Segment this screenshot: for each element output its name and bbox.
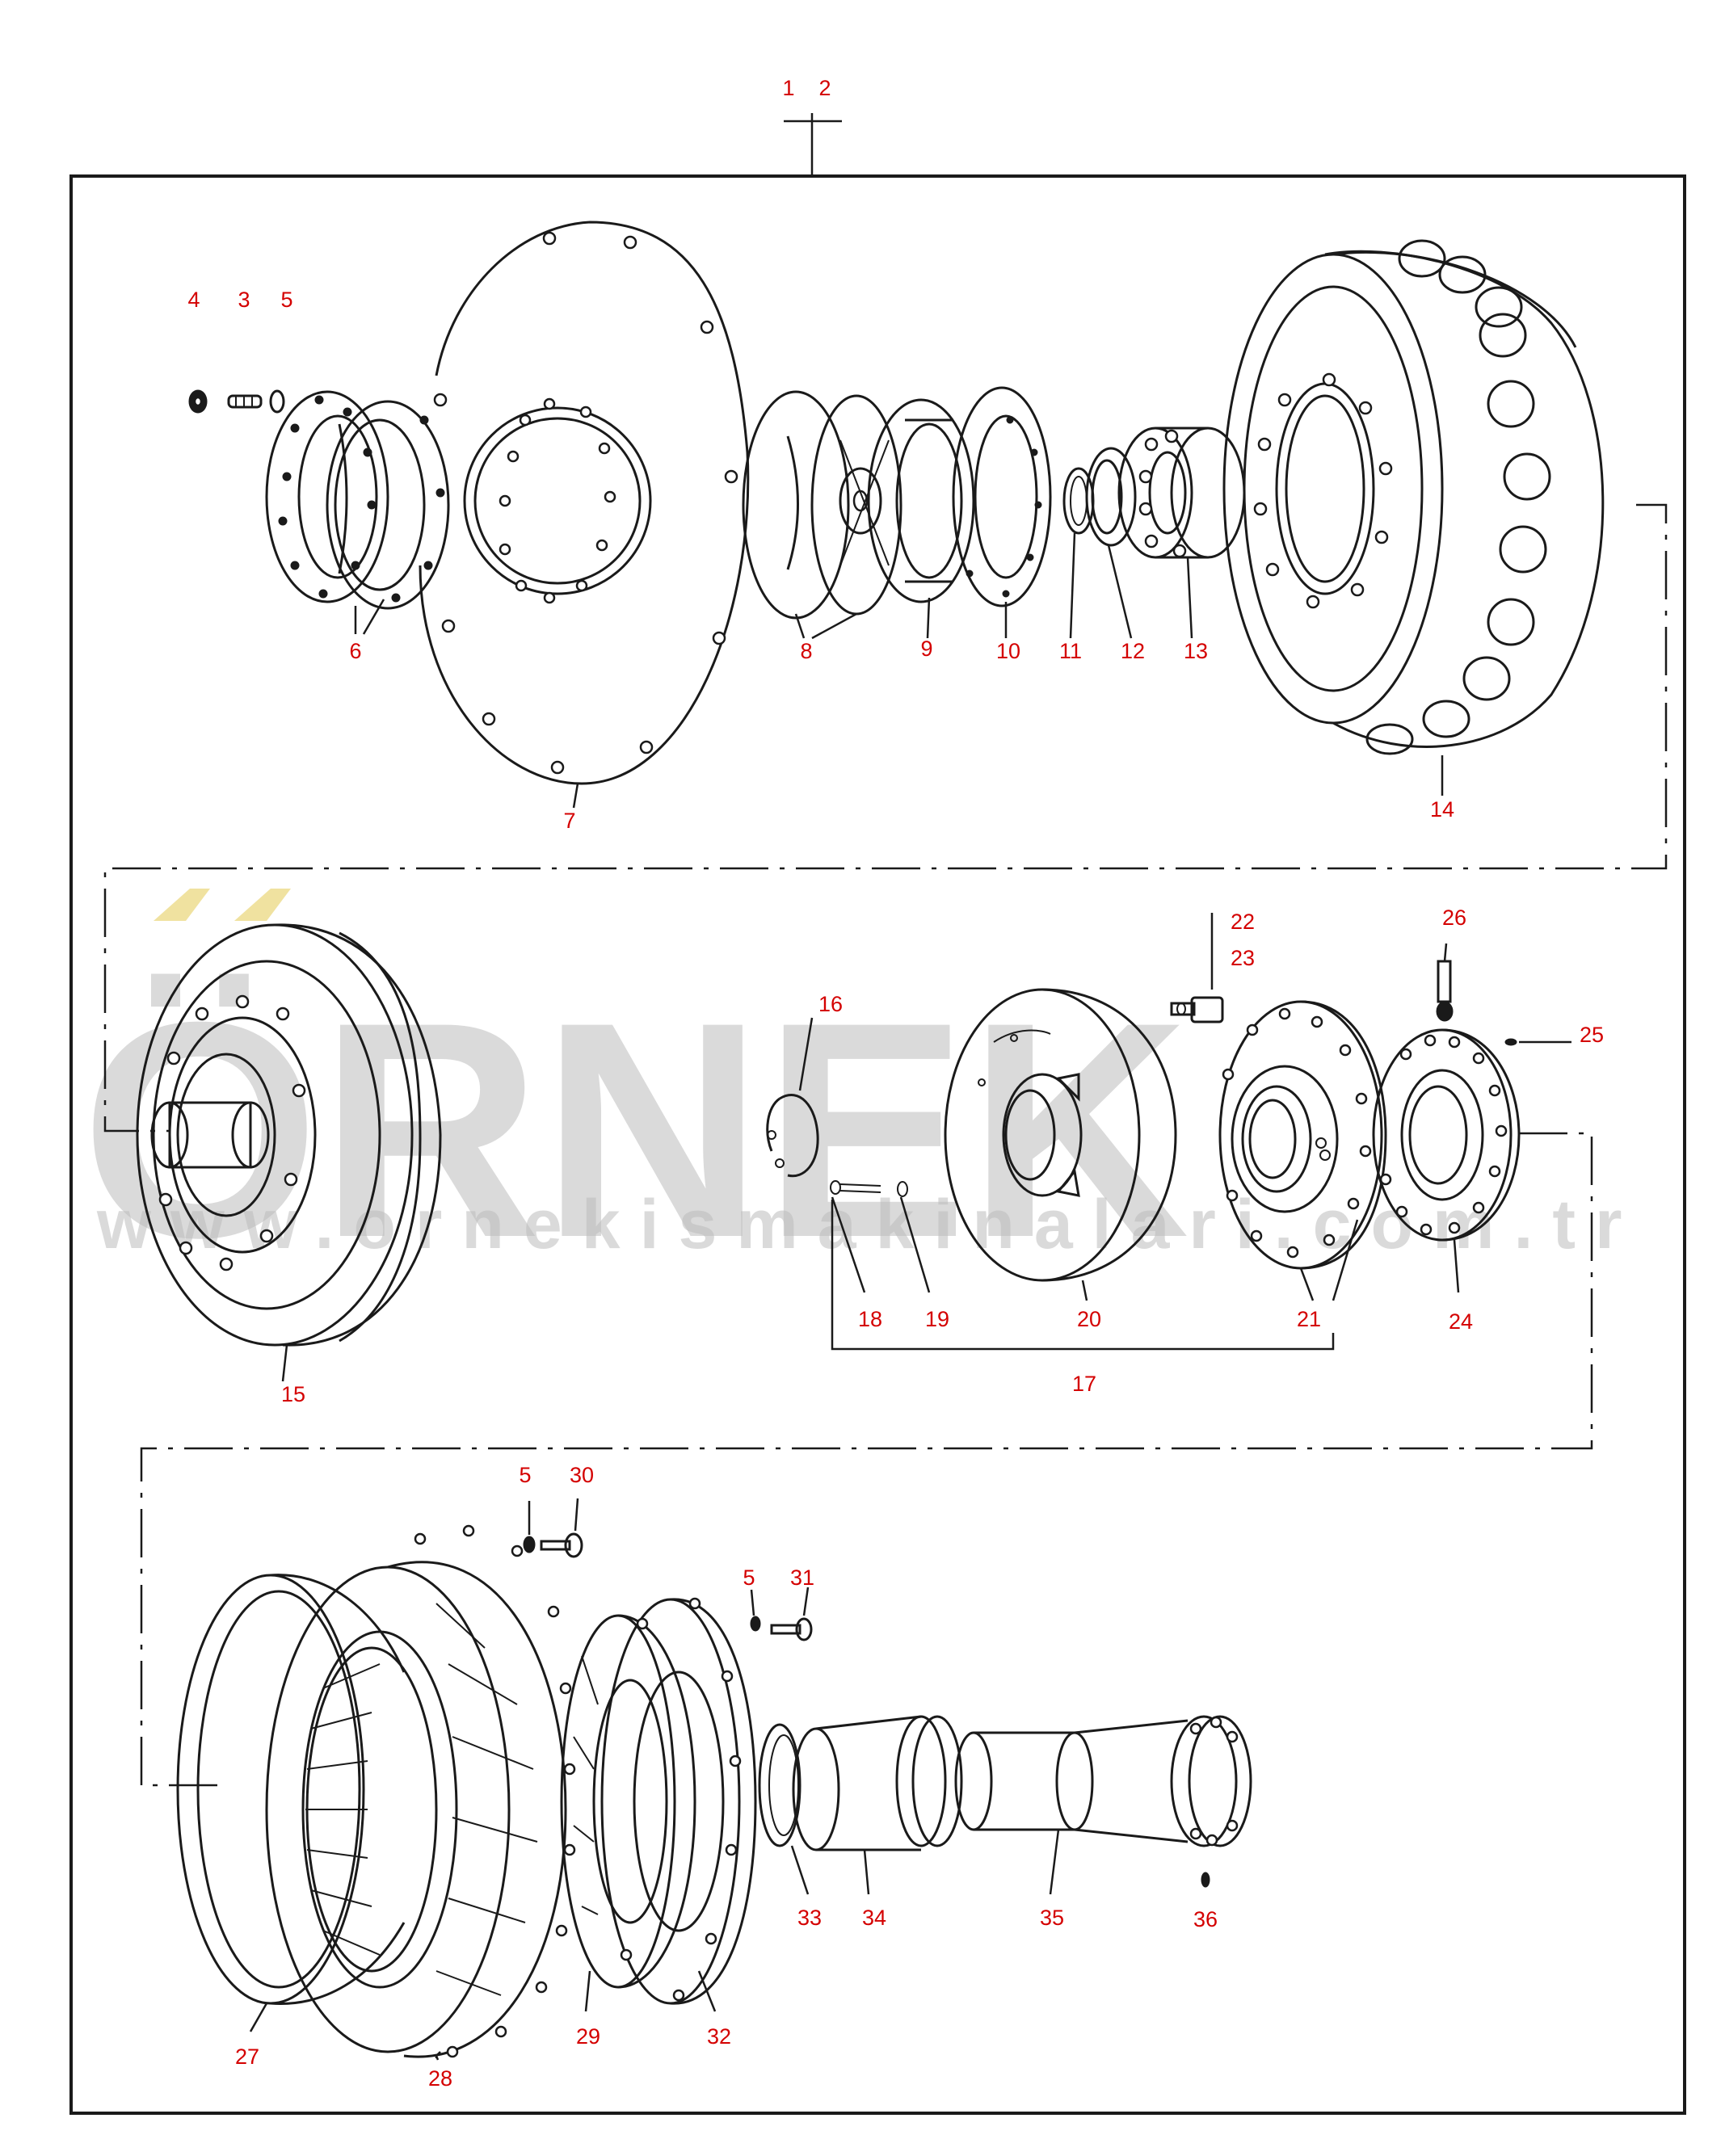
- callout-10: 10: [996, 639, 1020, 663]
- callout-20: 20: [1077, 1307, 1101, 1331]
- impeller-vanes: [305, 1603, 538, 1996]
- plug-25: [1504, 1038, 1571, 1046]
- callout-18: 18: [858, 1307, 882, 1331]
- callout-25: 25: [1580, 1023, 1604, 1047]
- callout-35: 35: [1040, 1906, 1064, 1930]
- callout-1: 1: [782, 76, 794, 100]
- snap-ring-33: [758, 1723, 810, 1895]
- seal-carrier-9: [867, 398, 975, 639]
- thrust-washer-24: [1372, 1028, 1521, 1293]
- pump-hub-29: [560, 1614, 696, 2012]
- callout-7: 7: [563, 809, 575, 833]
- callout-11: 11: [1059, 639, 1082, 663]
- callout-16: 16: [818, 992, 843, 1016]
- callout-13: 13: [1184, 639, 1208, 663]
- reactor-21: [1218, 1000, 1387, 1301]
- callout-29: 29: [576, 2024, 600, 2049]
- callout-33: 33: [797, 1906, 822, 1930]
- converter-housing-14: [1222, 239, 1605, 796]
- chain-line-1: [103, 503, 1668, 1133]
- impeller-28: [265, 1524, 576, 2061]
- callout-32: 32: [707, 2024, 731, 2049]
- stator-20: [944, 988, 1177, 1301]
- circlip-16: [766, 1017, 819, 1178]
- callout-14: 14: [1430, 797, 1454, 822]
- pin-22-23: [1170, 913, 1224, 1023]
- nut-4: [188, 389, 208, 414]
- turbine-15: [136, 923, 442, 1382]
- callout-15: 15: [281, 1382, 305, 1406]
- callout-31: 31: [790, 1566, 814, 1590]
- callout-2: 2: [818, 76, 831, 100]
- callout-9: 9: [920, 637, 932, 661]
- watermark: ÖRNEK www.ornekismakinalari.com.tr: [81, 889, 1641, 1301]
- plate-holes: [433, 231, 738, 775]
- callout-27: 27: [235, 2045, 259, 2069]
- callout-34: 34: [862, 1906, 886, 1930]
- callout-21: 21: [1297, 1307, 1321, 1331]
- callout-24: 24: [1449, 1309, 1473, 1334]
- callout-5: 5: [280, 288, 292, 312]
- callout-17: 17: [1072, 1372, 1096, 1396]
- callout-28: 28: [428, 2066, 452, 2091]
- callout-23: 23: [1231, 946, 1255, 970]
- plug-36: [1201, 1872, 1210, 1888]
- callout-4: 4: [187, 288, 200, 312]
- flange-rings-6: [265, 390, 450, 635]
- watermark-url: www.ornekismakinalari.com.tr: [96, 1186, 1641, 1263]
- callout-3: 3: [238, 288, 250, 312]
- bolt-26: [1436, 943, 1454, 1022]
- callout-labels: 1 2 3 4 5 6 7 8 9 10 11 12 13 14 15 16 1…: [187, 76, 1604, 2091]
- chain-line-2: [140, 1132, 1593, 1787]
- callout-6: 6: [349, 639, 361, 663]
- callout-5-b: 5: [519, 1463, 531, 1487]
- callout-36: 36: [1193, 1907, 1218, 1931]
- stator-shaft-35: [954, 1715, 1252, 1895]
- watermark-accent-icon: [154, 889, 210, 921]
- shaft-sleeve-34: [792, 1715, 963, 1895]
- washer-bolt-31: [750, 1587, 813, 1641]
- spacer-ring-12: [1085, 447, 1137, 639]
- outer-frame: [69, 174, 1686, 2115]
- flex-plate-7: [419, 221, 750, 809]
- pin-18-ring-19: [830, 1180, 1335, 1351]
- callout-22: 22: [1231, 910, 1255, 934]
- callout-12: 12: [1121, 639, 1145, 663]
- callout-8: 8: [800, 639, 812, 663]
- cover-plate-10: [952, 386, 1052, 638]
- watermark-accent-icon: [234, 889, 291, 921]
- washer-5: [269, 389, 285, 414]
- callout-19: 19: [925, 1307, 949, 1331]
- callout-26: 26: [1442, 906, 1466, 930]
- pump-cover-32: [600, 1597, 757, 2012]
- assembly-frame: [69, 113, 1686, 2115]
- impeller-ring-27: [176, 1574, 406, 2032]
- bearing-13: [1117, 427, 1246, 639]
- stud-3: [227, 394, 263, 409]
- snap-ring-11: [1062, 467, 1095, 639]
- callout-5-c: 5: [743, 1566, 755, 1590]
- callout-30: 30: [570, 1463, 594, 1487]
- drive-plates-8: [742, 390, 902, 640]
- washer-bolt-30: [523, 1498, 583, 1558]
